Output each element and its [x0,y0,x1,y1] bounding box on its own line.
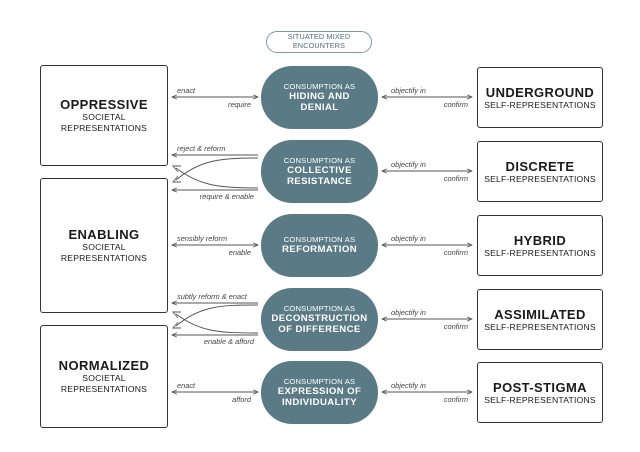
left-link-3-bottom-label: enable [228,248,251,257]
societal-heading: OPPRESSIVE [60,97,148,112]
left-link-2-curve-a [175,157,259,181]
consumption-name: REFORMATION [281,244,358,256]
consumption-prefix: CONSUMPTION AS [283,155,356,165]
consumption-collective-resistance: CONSUMPTION AS COLLECTIVE RESISTANCE [261,140,378,203]
right-link-5-top-label: objectify in [391,381,426,390]
consumption-prefix: CONSUMPTION AS [283,235,356,245]
societal-sub: SOCIETAL REPRESENTATIONS [60,373,148,394]
left-link-4-curve-a [175,304,259,327]
societal-normalized-box: NORMALIZED SOCIETAL REPRESENTATIONS [40,325,168,428]
societal-sub: SOCIETAL REPRESENTATIONS [60,242,148,263]
right-link-4-bottom-label: confirm [443,322,468,331]
self-hybrid-box: HYBRID SELF-REPRESENTATIONS [477,215,603,276]
consumption-expression-individuality: CONSUMPTION AS EXPRESSION OF INDIVIDUALI… [261,361,378,424]
consumption-name: DECONSTRUCTION OF DIFFERENCE [271,312,368,336]
self-sub: SELF-REPRESENTATIONS [484,99,596,110]
left-link-4-bottom-label: enable & afford [203,337,254,346]
self-sub: SELF-REPRESENTATIONS [484,394,596,405]
societal-heading: NORMALIZED [58,358,150,373]
left-link-1-bottom-label: require [227,100,251,109]
left-link-2-bottom-label: require & enable [199,192,254,201]
left-link-2-curve-b [175,167,259,189]
self-sub: SELF-REPRESENTATIONS [484,321,596,332]
societal-enabling-box: ENABLING SOCIETAL REPRESENTATIONS [40,178,168,313]
consumption-name: EXPRESSION OF INDIVIDUALITY [277,385,362,409]
left-link-4-top-label: subtly reform & enact [177,292,247,301]
right-link-3-bottom-label: confirm [443,248,468,257]
situated-mixed-encounters-label: SITUATED MIXED ENCOUNTERS [266,31,372,53]
consumption-prefix: CONSUMPTION AS [283,303,356,313]
self-heading: HYBRID [513,232,567,248]
societal-oppressive-box: OPPRESSIVE SOCIETAL REPRESENTATIONS [40,65,168,166]
right-link-3-top-label: objectify in [391,234,426,243]
self-underground-box: UNDERGROUND SELF-REPRESENTATIONS [477,67,603,128]
consumption-prefix: CONSUMPTION AS [283,376,356,386]
left-link-4-curve-b [175,313,259,334]
right-link-2-bottom-label: confirm [443,174,468,183]
societal-sub: SOCIETAL REPRESENTATIONS [60,112,148,133]
self-sub: SELF-REPRESENTATIONS [484,173,596,184]
left-link-3-top-label: sensibly reform [177,234,228,243]
right-link-1-bottom-label: confirm [443,100,468,109]
self-sub: SELF-REPRESENTATIONS [484,247,596,258]
top-label-text: SITUATED MIXED ENCOUNTERS [287,32,351,50]
consumption-reformation: CONSUMPTION AS REFORMATION [261,214,378,277]
consumption-name: HIDING AND DENIAL [289,90,350,114]
self-heading: POST-STIGMA [493,379,587,395]
consumption-name: COLLECTIVE RESISTANCE [286,164,353,188]
left-link-5-bottom-label: afford [232,395,251,404]
left-link-2-top-label: reject & reform [177,144,226,153]
consumption-hiding-denial: CONSUMPTION AS HIDING AND DENIAL [261,66,378,129]
self-assimilated-box: ASSIMILATED SELF-REPRESENTATIONS [477,289,603,350]
right-link-4-top-label: objectify in [391,308,426,317]
consumption-prefix: CONSUMPTION AS [283,81,356,91]
self-discrete-box: DISCRETE SELF-REPRESENTATIONS [477,141,603,202]
right-link-2-top-label: objectify in [391,160,426,169]
self-heading: UNDERGROUND [485,84,595,100]
self-heading: DISCRETE [505,158,575,174]
left-link-5-top-label: enact [177,381,196,390]
right-link-5-bottom-label: confirm [443,395,468,404]
left-link-1-top-label: enact [177,86,196,95]
right-link-1-top-label: objectify in [391,86,426,95]
consumption-deconstruction: CONSUMPTION AS DECONSTRUCTION OF DIFFERE… [261,288,378,351]
self-heading: ASSIMILATED [494,306,586,322]
self-post-stigma-box: POST-STIGMA SELF-REPRESENTATIONS [477,362,603,423]
societal-heading: ENABLING [68,227,140,242]
